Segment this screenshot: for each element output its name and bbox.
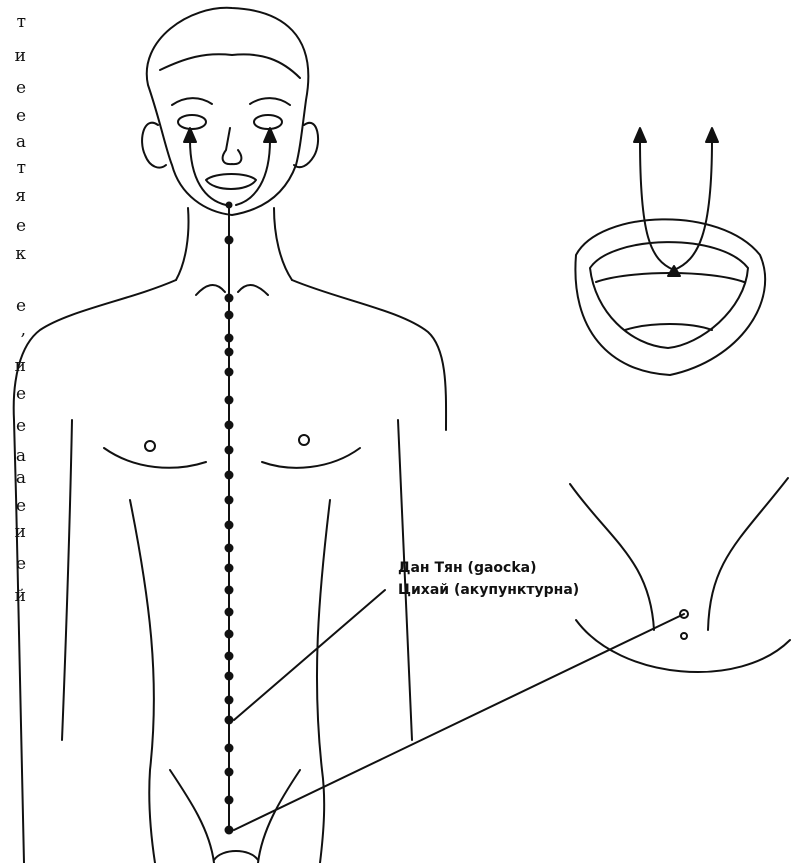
right-nipple (299, 435, 309, 445)
channel-point (225, 521, 234, 530)
arrow-inset-left (634, 128, 646, 142)
edge-glyph: а (2, 448, 26, 465)
leader-cihai (234, 614, 684, 830)
edge-glyph: е (2, 108, 26, 125)
channel-point (225, 564, 234, 573)
channel-point (225, 544, 234, 553)
channel-point (225, 608, 234, 617)
edge-glyph: , (2, 322, 26, 339)
right-shoulder (292, 280, 446, 430)
right-eye (254, 115, 282, 129)
channel-point (225, 471, 234, 480)
right-brow (250, 98, 290, 105)
channel-point (225, 630, 234, 639)
mouth (206, 174, 256, 189)
head-outline (147, 8, 309, 215)
channel-inset-right (674, 140, 712, 270)
perineum-base (576, 620, 790, 672)
channel-point (225, 672, 234, 681)
groin-base (214, 851, 258, 860)
channel-point (225, 496, 234, 505)
edge-glyph: а (2, 134, 26, 151)
channel-point (225, 652, 234, 661)
anus-mark (681, 633, 687, 639)
channel-point (225, 826, 234, 835)
edge-glyph: и (2, 48, 26, 65)
channel-point (225, 421, 234, 430)
lower-teeth (625, 324, 712, 330)
channel-point (225, 334, 234, 343)
channel-point (225, 446, 234, 455)
clavicle-right (238, 285, 268, 295)
left-brow (172, 98, 212, 105)
edge-glyph: т (2, 14, 26, 31)
neck-left (176, 208, 189, 280)
edge-glyph: е (2, 498, 26, 515)
edge-glyph: е (2, 298, 26, 315)
edge-glyph: е (2, 80, 26, 97)
groin-left (170, 770, 214, 863)
chest-right (262, 448, 360, 468)
edge-glyph: и (2, 524, 26, 541)
edge-glyph: е (2, 418, 26, 435)
channel-point (225, 311, 234, 320)
channel-point (225, 796, 234, 805)
right-arm-inner (398, 420, 412, 740)
channel-point (225, 348, 234, 357)
edge-glyph: и (2, 358, 26, 375)
channel-point (225, 744, 234, 753)
left-eye (178, 115, 206, 129)
channel-point (225, 716, 234, 725)
edge-glyph: е (2, 386, 26, 403)
torso-right (317, 500, 330, 863)
edge-glyph: т (2, 160, 26, 177)
cihai-label: Цихай (акупунктурна) (398, 582, 579, 598)
perineum-right (708, 478, 788, 630)
perineum-left (570, 484, 654, 630)
channel-point (225, 368, 234, 377)
left-shoulder (14, 280, 176, 863)
channel-point (225, 396, 234, 405)
left-nipple (145, 441, 155, 451)
channel-point (225, 696, 234, 705)
channel-inset-left (640, 140, 674, 270)
mouth-inset-inner (590, 242, 748, 348)
edge-glyph: я (2, 188, 26, 205)
edge-glyph: е (2, 218, 26, 235)
channel-point (225, 294, 234, 303)
arrow-inset-right (706, 128, 718, 142)
torso-left (130, 500, 155, 863)
neck-right (274, 208, 292, 280)
arrow-left-face (184, 128, 196, 142)
edge-glyph: й (2, 588, 26, 605)
edge-glyph: к (2, 246, 26, 263)
leader-dantian (234, 590, 385, 720)
edge-glyph: е (2, 556, 26, 573)
hairline (160, 54, 300, 78)
channel-point (225, 586, 234, 595)
chest-left (104, 448, 206, 468)
edge-glyph: а (2, 470, 26, 487)
channel-right-face (236, 140, 270, 205)
left-arm-inner (62, 420, 72, 740)
arrow-right-face (264, 128, 276, 142)
channel-point (225, 768, 234, 777)
channel-point (225, 236, 234, 245)
channel-left-face (190, 140, 226, 205)
clavicle-left (196, 285, 225, 295)
channel-point (226, 202, 233, 209)
dan-tian-label: Дан Тян (gaocka) (398, 560, 537, 576)
nose (223, 128, 242, 164)
